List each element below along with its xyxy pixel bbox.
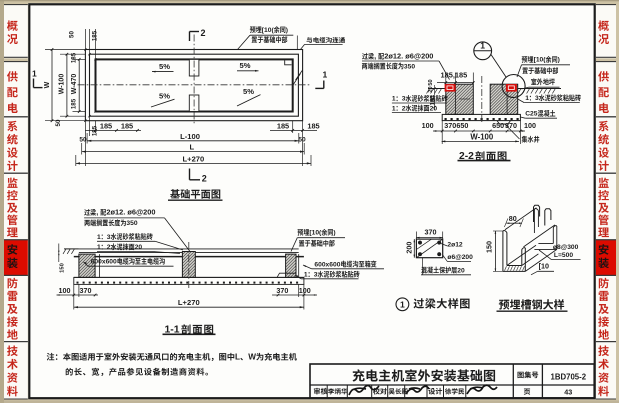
svg-text:ø8@300: ø8@300 — [553, 244, 579, 251]
svg-text:20: 20 — [457, 267, 465, 274]
svg-text:L+270: L+270 — [178, 298, 200, 307]
svg-text:L+270: L+270 — [183, 154, 205, 163]
svg-text:,: , — [374, 52, 376, 61]
svg-text:185,185: 185,185 — [441, 70, 468, 79]
svg-text:185: 185 — [121, 122, 133, 131]
svg-text:): ) — [558, 57, 560, 64]
svg-text:370: 370 — [425, 228, 437, 237]
svg-text:350: 350 — [126, 220, 137, 227]
svg-text:3: 3 — [535, 95, 539, 102]
svg-text:150: 150 — [431, 95, 437, 106]
svg-text:1: 1 — [392, 105, 396, 112]
svg-text:1-1: 1-1 — [165, 325, 180, 336]
svg-text:200: 200 — [405, 242, 414, 254]
svg-text:350: 350 — [404, 63, 415, 70]
svg-text:3: 3 — [107, 234, 111, 241]
svg-text:[10(: [10( — [262, 27, 275, 34]
svg-text:L=500: L=500 — [554, 252, 573, 259]
svg-text:W-470: W-470 — [71, 74, 78, 95]
svg-text:): ) — [286, 27, 288, 34]
svg-text:L-100: L-100 — [180, 132, 200, 141]
svg-text:370: 370 — [505, 121, 517, 130]
svg-text:2ø12: 2ø12 — [447, 242, 463, 249]
svg-text:[10(: [10( — [534, 57, 547, 64]
svg-text:,: , — [96, 208, 98, 217]
svg-text:100: 100 — [524, 121, 536, 130]
svg-text:C25: C25 — [525, 111, 538, 118]
svg-text:185: 185 — [92, 30, 99, 41]
svg-text:370: 370 — [80, 286, 92, 295]
svg-text:20: 20 — [430, 105, 438, 112]
svg-text:100: 100 — [59, 286, 71, 295]
svg-text:185: 185 — [71, 52, 78, 63]
svg-text:5%: 5% — [240, 61, 251, 70]
svg-text:W-100: W-100 — [470, 132, 493, 141]
svg-text:20: 20 — [135, 244, 143, 251]
svg-text:50: 50 — [55, 119, 62, 126]
svg-text:50: 50 — [298, 137, 306, 144]
svg-text:1BD705-2: 1BD705-2 — [551, 372, 587, 381]
svg-text:): ) — [333, 230, 335, 237]
svg-text:1: 1 — [480, 41, 485, 51]
svg-text:1: 1 — [304, 272, 308, 279]
svg-text:5%: 5% — [159, 62, 170, 71]
svg-text:370: 370 — [444, 121, 456, 130]
svg-text:1: 1 — [97, 234, 101, 241]
svg-text:ø6@200: ø6@200 — [447, 254, 473, 261]
svg-text:185: 185 — [307, 122, 319, 131]
svg-text:150: 150 — [60, 263, 66, 273]
svg-text:1: 1 — [525, 95, 529, 102]
svg-text:2-2: 2-2 — [459, 151, 474, 162]
svg-text:5%: 5% — [243, 87, 254, 96]
svg-text:[10(: [10( — [309, 230, 322, 237]
svg-text:W: W — [44, 81, 51, 88]
svg-text:600x600: 600x600 — [314, 261, 340, 268]
svg-text:1: 1 — [392, 96, 396, 103]
svg-text:185: 185 — [71, 98, 78, 109]
svg-text:185: 185 — [277, 122, 289, 131]
svg-text:[10: [10 — [539, 261, 549, 270]
svg-text:50: 50 — [69, 31, 76, 38]
svg-text:20: 20 — [428, 86, 434, 92]
svg-text:600x600: 600x600 — [91, 259, 117, 266]
svg-text:100: 100 — [422, 121, 434, 130]
svg-text:1: 1 — [97, 244, 101, 251]
svg-text:80: 80 — [509, 214, 517, 223]
svg-text:1: 1 — [323, 70, 328, 80]
svg-text:3: 3 — [314, 272, 318, 279]
svg-text:43: 43 — [564, 387, 572, 396]
svg-text:2: 2 — [402, 105, 406, 112]
svg-text:2: 2 — [201, 28, 206, 38]
svg-text:2ø12. ø6@200: 2ø12. ø6@200 — [106, 208, 155, 217]
svg-text:W-100: W-100 — [59, 74, 66, 95]
svg-text:50: 50 — [79, 137, 87, 144]
svg-text:150: 150 — [485, 241, 494, 253]
svg-text:2ø12. ø6@200: 2ø12. ø6@200 — [384, 52, 433, 61]
svg-text:100: 100 — [299, 286, 311, 295]
svg-text:2: 2 — [107, 244, 111, 251]
svg-text:2: 2 — [202, 173, 207, 183]
svg-text:185: 185 — [100, 122, 112, 131]
svg-text:650: 650 — [456, 121, 468, 130]
svg-text:L: L — [189, 143, 194, 152]
svg-text:1: 1 — [32, 69, 37, 79]
svg-text:W: W — [248, 352, 256, 361]
svg-text:370: 370 — [276, 286, 288, 295]
svg-text:L: L — [235, 352, 240, 361]
svg-text:5%: 5% — [159, 92, 170, 101]
svg-text:50: 50 — [428, 79, 434, 85]
svg-text:650: 650 — [492, 121, 504, 130]
svg-text:1: 1 — [400, 300, 405, 310]
svg-text:3: 3 — [402, 96, 406, 103]
